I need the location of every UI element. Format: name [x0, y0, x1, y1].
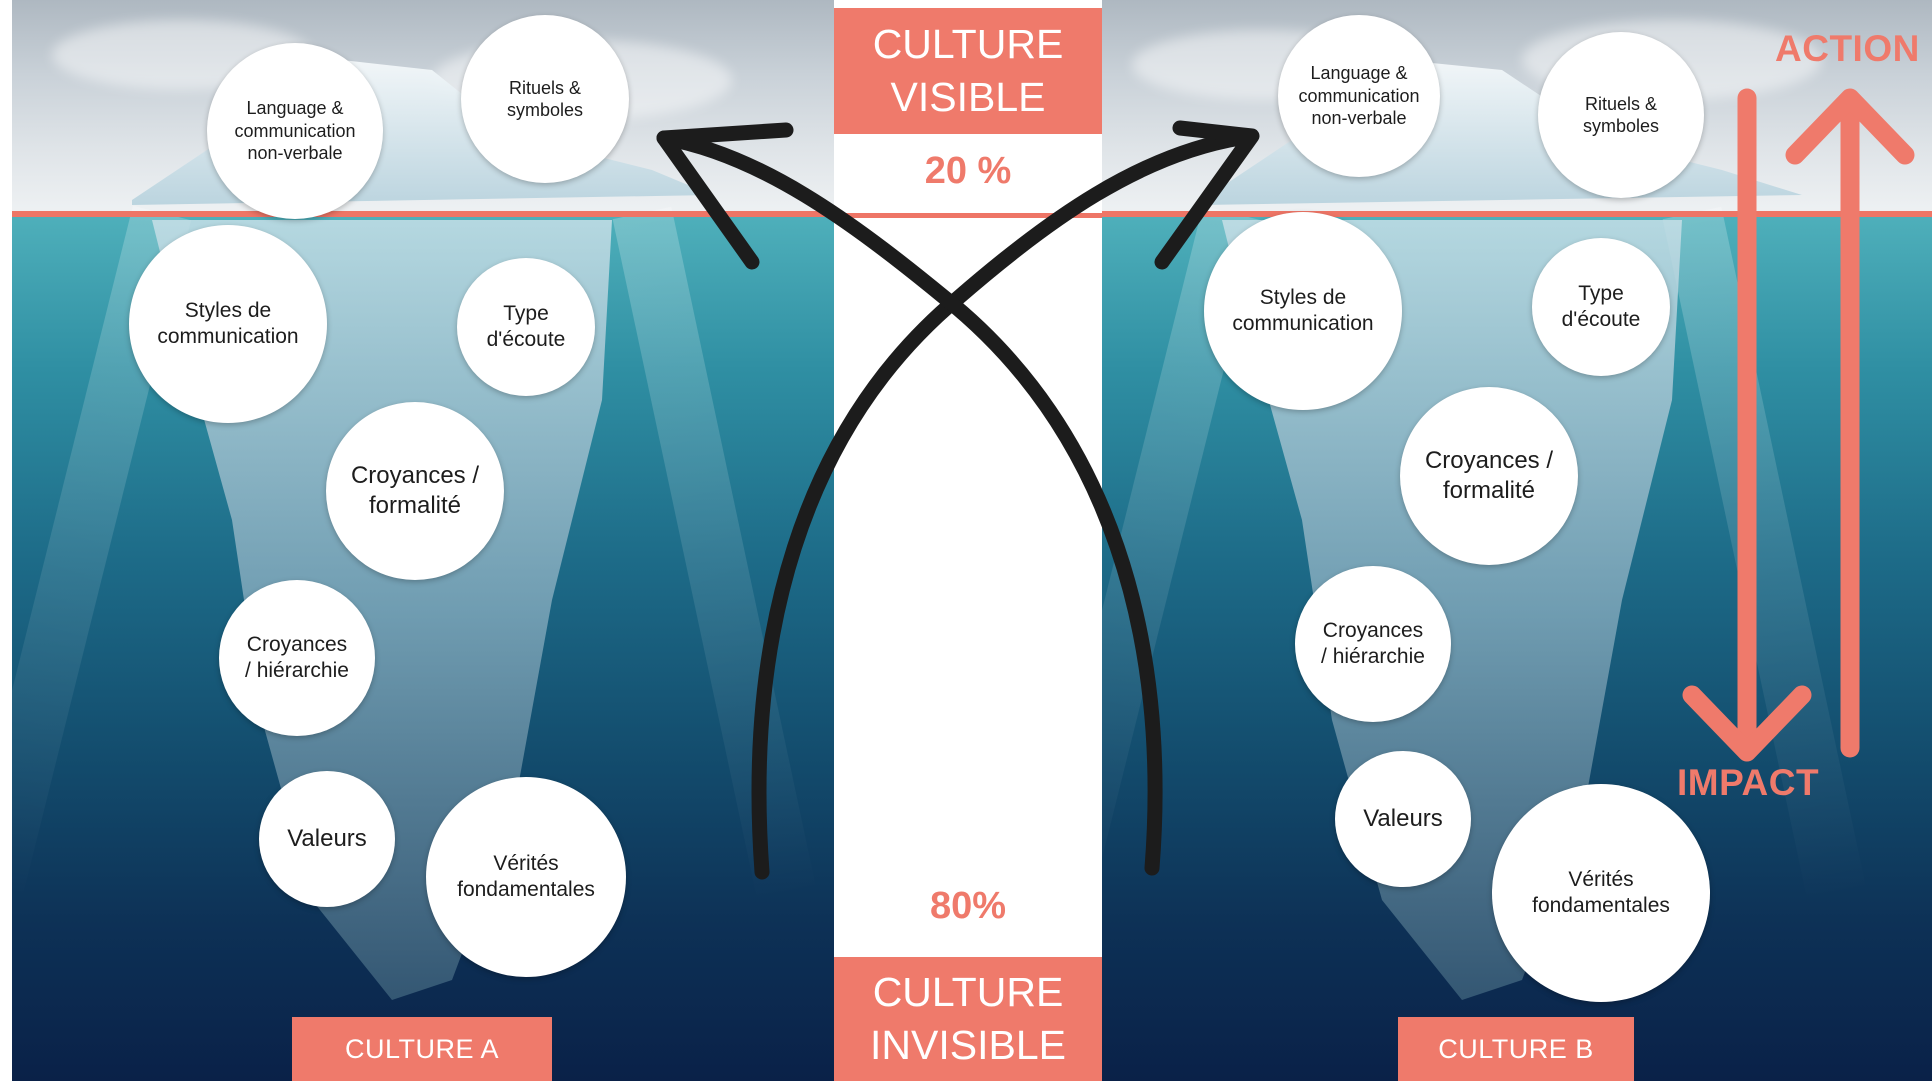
circle-rituels-label: Rituels & symboles [506, 77, 584, 121]
water-line [1102, 211, 1932, 217]
circle-verites: Vérités fondamentales [426, 777, 626, 977]
culture-a-panel: Language & communication non-verbale Rit… [12, 0, 834, 1081]
culture-invisible-block: CULTURE INVISIBLE [834, 957, 1102, 1081]
culture-visible-line2: VISIBLE [890, 74, 1046, 120]
circle-valeurs-label: Valeurs [1363, 805, 1443, 832]
circle-rituels: Rituels & symboles [461, 15, 629, 183]
circle-styles-label: Styles de communication [157, 298, 299, 348]
circle-formalite-label: Croyances / formalité [1424, 447, 1554, 504]
circle-verites: Vérités fondamentales [1492, 784, 1710, 1002]
circle-valeurs: Valeurs [1335, 751, 1471, 887]
circle-rituels: Rituels & symboles [1538, 32, 1704, 198]
center-column: CULTURE VISIBLE 20 % 80% CULTURE INVISIB… [834, 0, 1102, 1081]
culture-visible-block: CULTURE VISIBLE [834, 8, 1102, 134]
impact-label: IMPACT [1677, 762, 1820, 803]
action-label: ACTION [1775, 28, 1920, 69]
circle-valeurs: Valeurs [259, 771, 395, 907]
circle-rituels-label: Rituels & symboles [1582, 93, 1660, 137]
circle-formalite: Croyances / formalité [326, 402, 504, 580]
circle-ecoute-label: Type d'écoute [486, 301, 566, 351]
circle-ecoute: Type d'écoute [1532, 238, 1670, 376]
circle-verites-label: Vérités fondamentales [457, 851, 595, 901]
circle-verites-label: Vérités fondamentales [1532, 867, 1670, 917]
culture-b-label: CULTURE B [1398, 1017, 1634, 1081]
circle-language: Language & communication non-verbale [207, 43, 383, 219]
circle-language-label: Language & communication non-verbale [1298, 63, 1420, 129]
circle-formalite: Croyances / formalité [1400, 387, 1578, 565]
circle-styles-label: Styles de communication [1232, 285, 1374, 335]
visible-percentage: 20 % [924, 150, 1012, 192]
circle-hierarchie: Croyances / hiérarchie [1295, 566, 1451, 722]
circle-styles: Styles de communication [129, 225, 327, 423]
culture-a-label: CULTURE A [292, 1017, 552, 1081]
center-water-line [834, 213, 1102, 218]
culture-invisible-line1: CULTURE [872, 968, 1064, 1015]
circle-valeurs-label: Valeurs [287, 825, 367, 852]
culture-b-panel: Language & communication non-verbale Rit… [1102, 0, 1932, 1081]
circle-language-label: Language & communication non-verbale [234, 98, 356, 164]
circle-ecoute-label: Type d'écoute [1561, 281, 1641, 331]
circle-hierarchie-label: Croyances / hiérarchie [245, 632, 349, 682]
water-line [12, 211, 834, 217]
circle-hierarchie: Croyances / hiérarchie [219, 580, 375, 736]
invisible-percentage: 80% [929, 885, 1007, 927]
culture-invisible-line2: INVISIBLE [870, 1022, 1066, 1068]
circle-language: Language & communication non-verbale [1278, 15, 1440, 177]
circle-hierarchie-label: Croyances / hiérarchie [1321, 618, 1425, 668]
culture-visible-line1: CULTURE [872, 20, 1064, 67]
circle-formalite-label: Croyances / formalité [350, 462, 480, 519]
circle-styles: Styles de communication [1204, 212, 1402, 410]
circle-ecoute: Type d'écoute [457, 258, 595, 396]
